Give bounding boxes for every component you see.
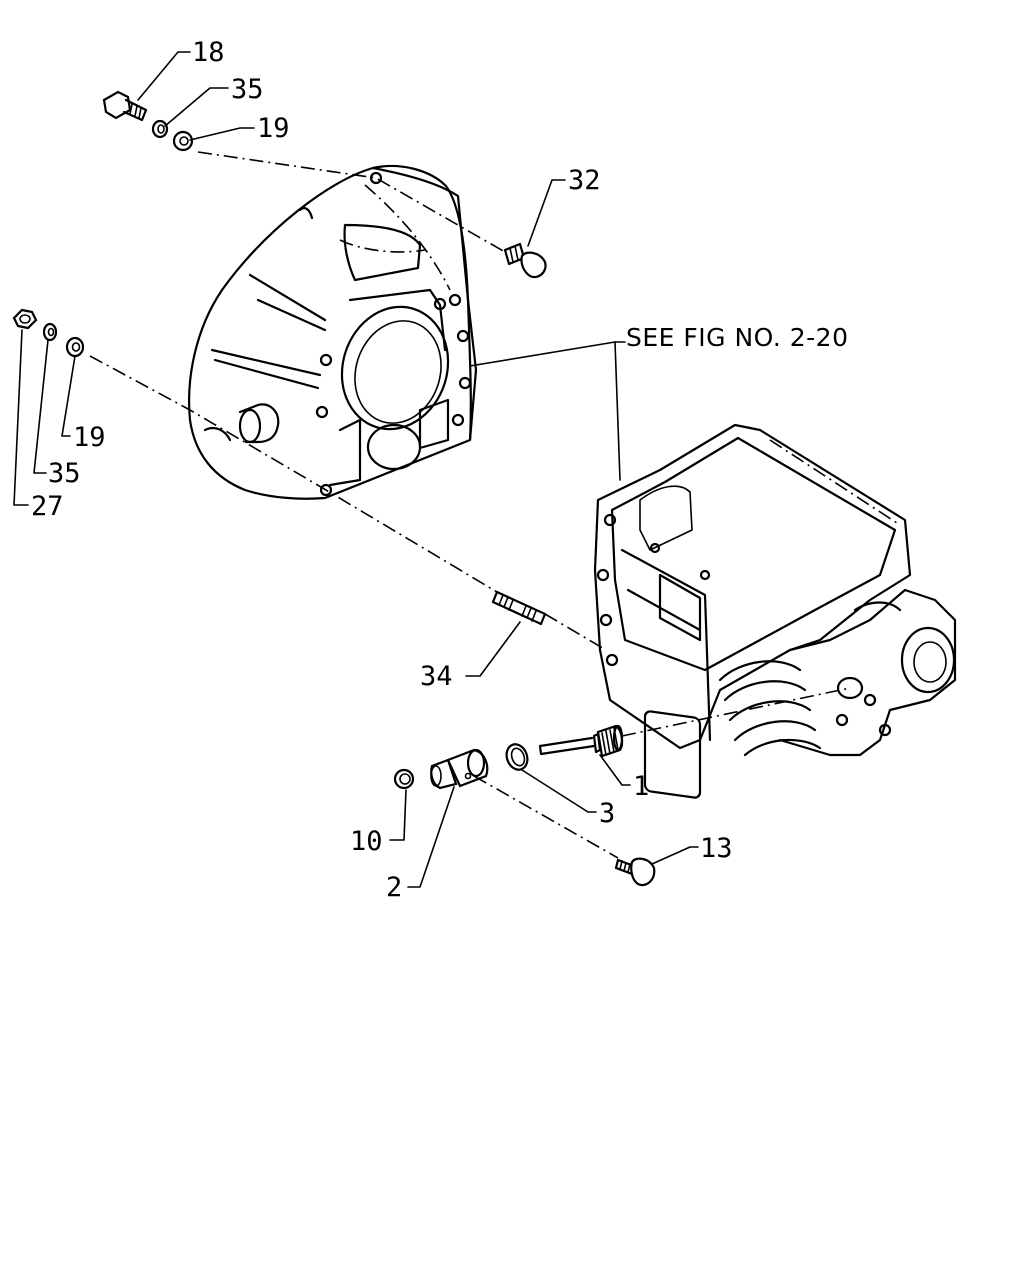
callout-19-left: 19	[73, 422, 106, 453]
bolt-18	[102, 90, 148, 122]
callout-19-top: 19	[257, 113, 290, 144]
callout-10: 10	[350, 826, 383, 857]
callout-18: 18	[192, 37, 225, 68]
stud-34	[491, 590, 547, 626]
nut-27	[12, 308, 38, 330]
callout-1: 1	[633, 771, 649, 802]
leader-lines	[13, 51, 699, 888]
bolt-13	[614, 857, 656, 887]
callout-35-left: 35	[48, 458, 81, 489]
sleeve-2	[430, 748, 489, 790]
callout-35-top: 35	[231, 74, 264, 105]
washer-19-top	[172, 130, 194, 152]
callout-2: 2	[386, 872, 402, 903]
oil-seal-10	[393, 768, 415, 790]
transmission-case	[593, 423, 957, 799]
see-fig-reference: SEE FIG NO. 2-20	[626, 323, 848, 352]
callout-13: 13	[700, 833, 733, 864]
lock-washer-35-top	[151, 119, 169, 139]
plug-bolt-32	[503, 242, 547, 279]
flywheel-housing	[188, 164, 478, 500]
callout-27: 27	[31, 491, 64, 522]
washer-19-left	[65, 336, 85, 358]
callout-3: 3	[599, 798, 615, 829]
o-ring-3	[505, 743, 529, 771]
callout-32: 32	[568, 165, 601, 196]
assembly-centerlines	[89, 151, 851, 859]
callout-34: 34	[420, 661, 453, 692]
driven-gear-1	[538, 724, 624, 758]
lock-washer-35-left	[42, 322, 58, 342]
